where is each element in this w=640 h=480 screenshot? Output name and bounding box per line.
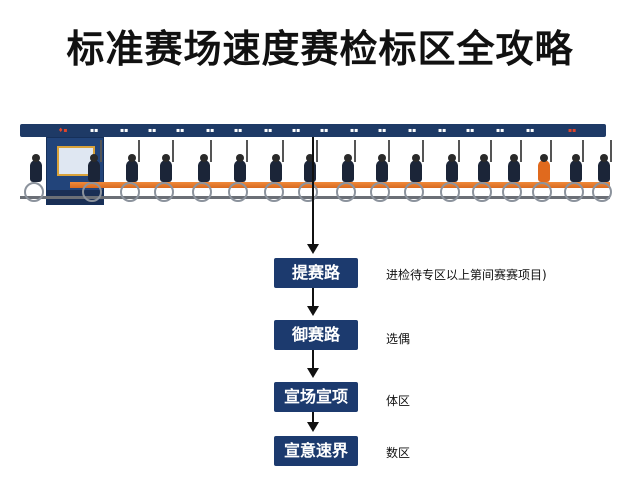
flow-arrow bbox=[307, 422, 319, 432]
flow-connector bbox=[312, 288, 314, 308]
rider-station bbox=[190, 140, 216, 210]
rider-station bbox=[262, 140, 288, 210]
rider-station bbox=[438, 140, 464, 210]
rider-station bbox=[402, 140, 428, 210]
banner-sign: ▪▪ bbox=[350, 127, 359, 134]
banner-sign: ▪▪ bbox=[234, 127, 243, 134]
banner-sign: ▪▪ bbox=[526, 127, 535, 134]
banner-sign: ▪▪ bbox=[148, 127, 157, 134]
flow-connector bbox=[312, 137, 314, 245]
flow-connector bbox=[312, 350, 314, 370]
banner-sign: ▪▪ bbox=[90, 127, 99, 134]
banner-sign: ▪▪ bbox=[264, 127, 273, 134]
banner-sign: ▪▪ bbox=[438, 127, 447, 134]
rider-station bbox=[296, 140, 322, 210]
rider-station bbox=[368, 140, 394, 210]
rider-station bbox=[22, 154, 48, 210]
banner-sign: ▪▪ bbox=[466, 127, 475, 134]
rider-station bbox=[226, 140, 252, 210]
banner-sign: ▪▪ bbox=[206, 127, 215, 134]
station-banner: ♦▪ ▪▪ ▪▪ ▪▪ ▪▪ ▪▪ ▪▪ ▪▪ ▪▪ ▪▪ ▪▪ ▪▪ ▪▪ ▪… bbox=[20, 124, 606, 137]
banner-sign: ▪▪ bbox=[568, 127, 577, 134]
step-note: 选偶 bbox=[386, 332, 411, 346]
rider-station bbox=[80, 140, 106, 210]
rider-station bbox=[152, 140, 178, 210]
rider-station bbox=[470, 140, 496, 210]
banner-sign: ▪▪ bbox=[408, 127, 417, 134]
flow-arrow bbox=[307, 368, 319, 378]
banner-sign: ▪▪ bbox=[378, 127, 387, 134]
page-title: 标准赛场速度赛检标区全攻略 bbox=[66, 27, 574, 71]
rider-station bbox=[590, 140, 616, 210]
step-box: 宣场宣项 bbox=[274, 382, 358, 412]
step-box: 提赛路 bbox=[274, 258, 358, 288]
banner-sign: ▪▪ bbox=[496, 127, 505, 134]
rider-station bbox=[562, 140, 588, 210]
step-box: 御赛路 bbox=[274, 320, 358, 350]
step-note: 进检待专区以上第间赛赛项目) bbox=[386, 268, 547, 282]
step-note: 体区 bbox=[386, 394, 411, 408]
flow-connector bbox=[312, 412, 314, 424]
rider-station bbox=[530, 140, 556, 210]
rider-station bbox=[118, 140, 144, 210]
banner-sign: ▪▪ bbox=[176, 127, 185, 134]
flow-arrow bbox=[307, 306, 319, 316]
step-box: 宣意速界 bbox=[274, 436, 358, 466]
banner-sign: ♦▪ bbox=[58, 127, 68, 134]
banner-sign: ▪▪ bbox=[292, 127, 301, 134]
rider-station bbox=[500, 140, 526, 210]
rider-station bbox=[334, 140, 360, 210]
step-note: 数区 bbox=[386, 446, 411, 460]
banner-sign: ▪▪ bbox=[120, 127, 129, 134]
banner-sign: ▪▪ bbox=[320, 127, 329, 134]
flow-arrow bbox=[307, 244, 319, 254]
